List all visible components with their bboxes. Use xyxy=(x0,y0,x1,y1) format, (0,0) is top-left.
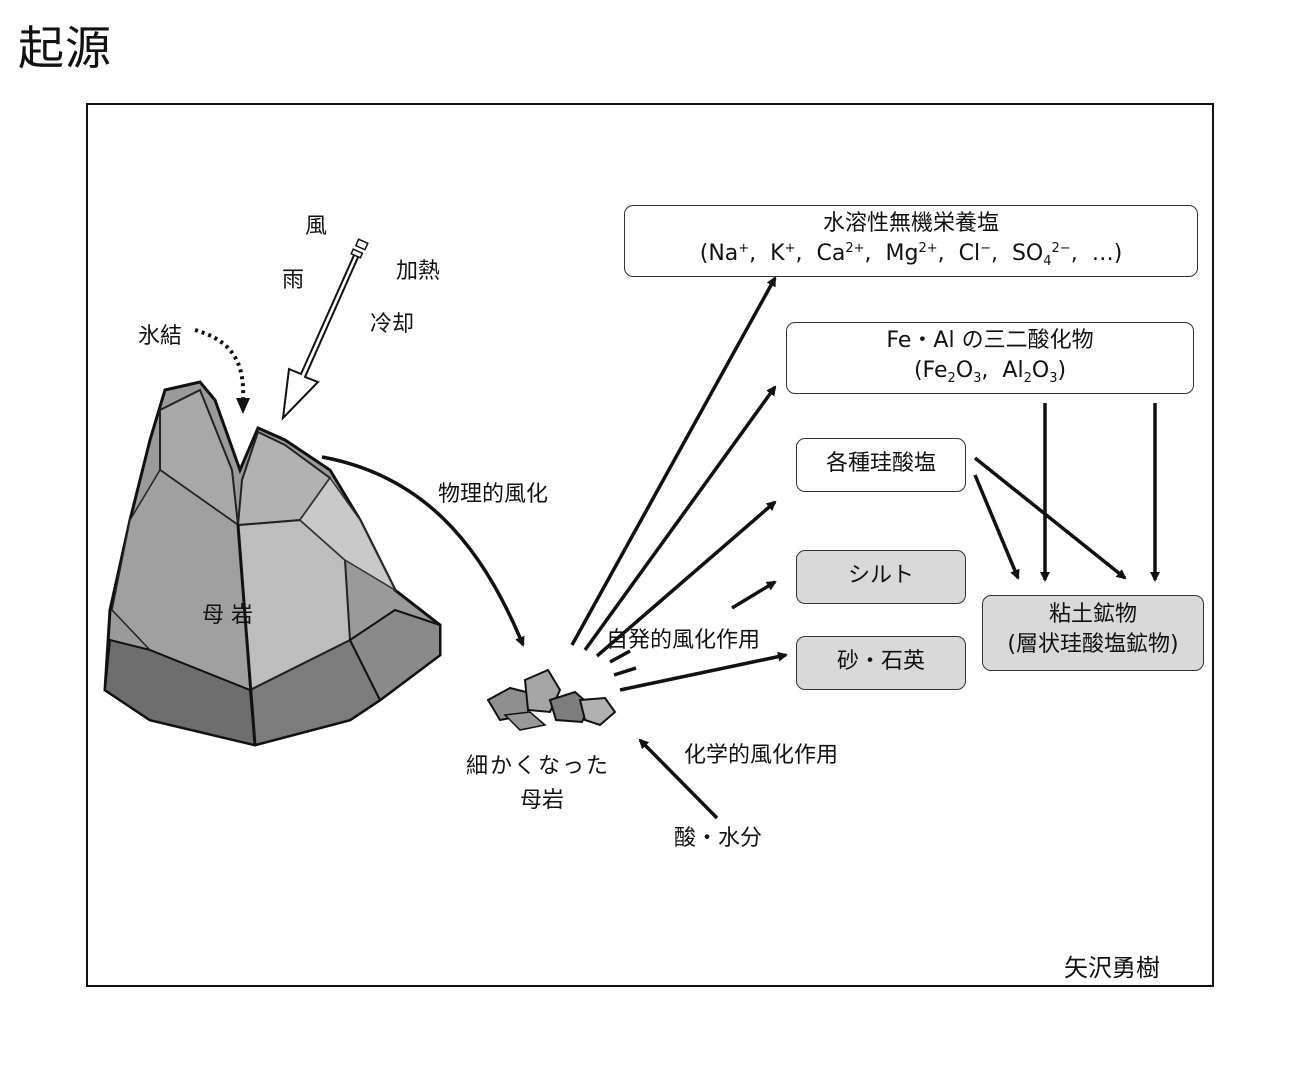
fine-rock-illustration xyxy=(486,668,617,731)
parent-rock-illustration xyxy=(103,380,442,747)
physical-weathering-arrow xyxy=(321,455,525,647)
label-freezing: 氷結 xyxy=(138,324,183,349)
diagram-frame xyxy=(86,103,1214,987)
label-rain: 雨 xyxy=(282,268,305,293)
weathering-agents-arrow xyxy=(281,238,369,421)
label-chemical-weathering: 化学的風化作用 xyxy=(684,743,839,768)
label-spontaneous-weathering: 自発的風化作用 xyxy=(606,628,761,653)
label-parent-rock: 母 岩 xyxy=(202,603,253,628)
label-fine-rock-line2: 母岩 xyxy=(520,788,565,813)
nutrient-salts-title: 水溶性無機栄養塩 xyxy=(822,211,999,236)
author-credit: 矢沢勇樹 xyxy=(1064,954,1160,982)
nutrient-salts-ions: (Na+, K+, Ca2+, Mg2+, Cl−, SO42−, …) xyxy=(699,240,1123,269)
box-sand-quartz: 砂・石英 xyxy=(796,636,966,690)
box-clay-minerals: 粘土鉱物 (層状珪酸塩鉱物) xyxy=(982,595,1204,671)
label-fine-rock-line1: 細かくなった xyxy=(466,754,611,779)
label-wind: 風 xyxy=(305,214,328,239)
box-sesquioxides: Fe・Al の三二酸化物 (Fe2O3, Al2O3) xyxy=(786,322,1194,394)
label-physical-weathering: 物理的風化 xyxy=(438,482,549,507)
box-nutrient-salts: 水溶性無機栄養塩 (Na+, K+, Ca2+, Mg2+, Cl−, SO42… xyxy=(624,205,1198,277)
clay-minerals-subtitle: (層状珪酸塩鉱物) xyxy=(1007,631,1179,657)
sesquioxides-title: Fe・Al の三二酸化物 xyxy=(886,328,1094,353)
label-acid-water: 酸・水分 xyxy=(674,826,763,851)
page-title: 起源 xyxy=(18,21,112,75)
clay-minerals-title: 粘土鉱物 xyxy=(1048,602,1137,627)
sesquioxides-formulas: (Fe2O3, Al2O3) xyxy=(913,357,1067,386)
label-cooling: 冷却 xyxy=(370,312,415,337)
acid-water-arrow xyxy=(638,738,719,820)
clay-formation-arrows xyxy=(973,403,1160,582)
spontaneous-weathering-arrows xyxy=(570,276,788,692)
box-silicates: 各種珪酸塩 xyxy=(796,438,966,492)
label-heating: 加熱 xyxy=(396,259,441,284)
box-silt: シルト xyxy=(796,550,966,604)
